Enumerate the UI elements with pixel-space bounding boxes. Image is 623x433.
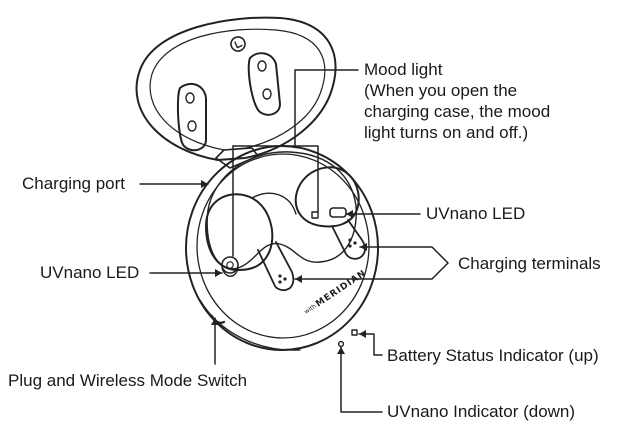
svg-text:MERIDIAN: MERIDIAN [314,268,368,309]
earbud-left [205,192,297,277]
mood-light-title: Mood light [364,60,443,79]
uvnano-led-left-label: UVnano LED [40,263,140,282]
earbud-right [294,166,360,228]
mood-light-note-line-3: light turns on and off.) [364,123,529,142]
lid-lg-logo [230,36,246,52]
charging-terminal-dots-right [348,238,357,248]
mood-light-note-line-1: (When you open the [364,81,518,100]
plug-wireless-switch-label: Plug and Wireless Mode Switch [8,371,248,390]
battery-status-indicator [351,329,358,336]
uvnano-indicator [337,340,345,348]
battery-status-indicator-label: Battery Status Indicator (up) [387,346,599,365]
mood-light [311,211,319,219]
callout-arrowheads [201,180,367,354]
uvnano-led-right [329,207,347,218]
callout-lines [139,69,449,413]
terminal-stem-left [257,241,295,291]
uvnano-led-left [221,256,239,274]
charging-port-label: Charging port [22,174,126,193]
charging-terminals-label: Charging terminals [458,254,601,273]
charging-terminal-dots-left [278,274,287,284]
terminal-stem-right [331,219,366,260]
case-lid [135,16,337,169]
uvnano-indicator-label: UVnano Indicator (down) [387,402,576,421]
uvnano-led-right-label: UVnano LED [426,204,526,223]
mood-light-note-line-2: charging case, the mood [364,102,551,121]
